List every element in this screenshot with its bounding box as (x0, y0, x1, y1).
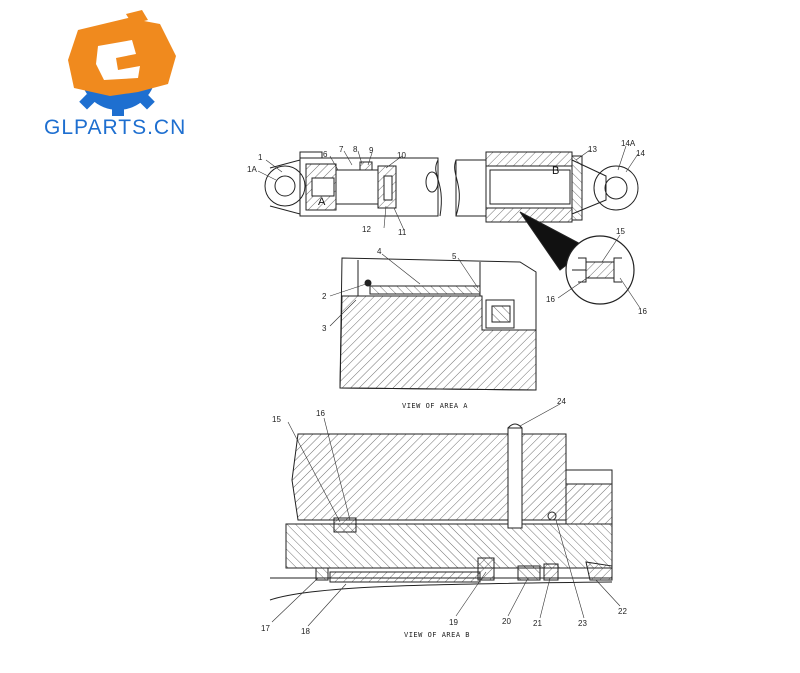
label-12: 12 (362, 225, 371, 234)
area-b-label-22: 22 (618, 607, 627, 616)
label-1a: 1A (247, 165, 257, 174)
area-b-label-21: 21 (533, 619, 542, 628)
right-eye-inner (604, 176, 628, 200)
area-a-marker: A (318, 196, 326, 208)
area-a-label-5: 5 (452, 252, 457, 261)
g-letter-shape (68, 18, 176, 96)
left-barrel (299, 157, 439, 217)
area-b-label-19: 19 (449, 618, 458, 627)
area-b-marker: B (552, 165, 559, 177)
caption-area-a: VIEW OF AREA A (402, 402, 468, 410)
view-area-a (339, 257, 537, 391)
area-a-label-2: 2 (322, 292, 327, 301)
top-cylinder-view (264, 151, 639, 223)
area-b-label-16: 16 (316, 409, 325, 418)
glparts-logo (68, 10, 176, 116)
right-barrel (455, 159, 487, 217)
area-b-label-18: 18 (301, 627, 310, 636)
area-a-label-4: 4 (377, 247, 382, 256)
caption-area-b: VIEW OF AREA B (404, 631, 470, 639)
label-10: 10 (397, 151, 406, 160)
right-eye-outer (593, 165, 639, 211)
detail-label-15: 15 (616, 227, 625, 236)
label-14a: 14A (621, 139, 636, 148)
left-eye-inner (274, 175, 296, 197)
area-b-label-17: 17 (261, 624, 270, 633)
label-6: 6 (323, 150, 328, 159)
area-b-label-23: 23 (578, 619, 587, 628)
detail-circle (519, 211, 635, 305)
label-14: 14 (636, 149, 645, 158)
detail-label-16b: 16 (638, 307, 647, 316)
label-9: 9 (369, 146, 374, 155)
left-eye-outer (264, 165, 306, 207)
area-b-label-15: 15 (272, 415, 281, 424)
area-a-label-3: 3 (322, 324, 327, 333)
area-b-label-20: 20 (502, 617, 511, 626)
label-7: 7 (339, 145, 344, 154)
view-area-b (269, 423, 613, 601)
label-11: 11 (398, 228, 407, 237)
label-8: 8 (353, 145, 358, 154)
label-13: 13 (588, 145, 597, 154)
brand-name: GLPARTS.CN (44, 116, 187, 139)
label-1: 1 (258, 153, 263, 162)
area-b-label-24: 24 (557, 397, 566, 406)
detail-label-16a: 16 (546, 295, 555, 304)
